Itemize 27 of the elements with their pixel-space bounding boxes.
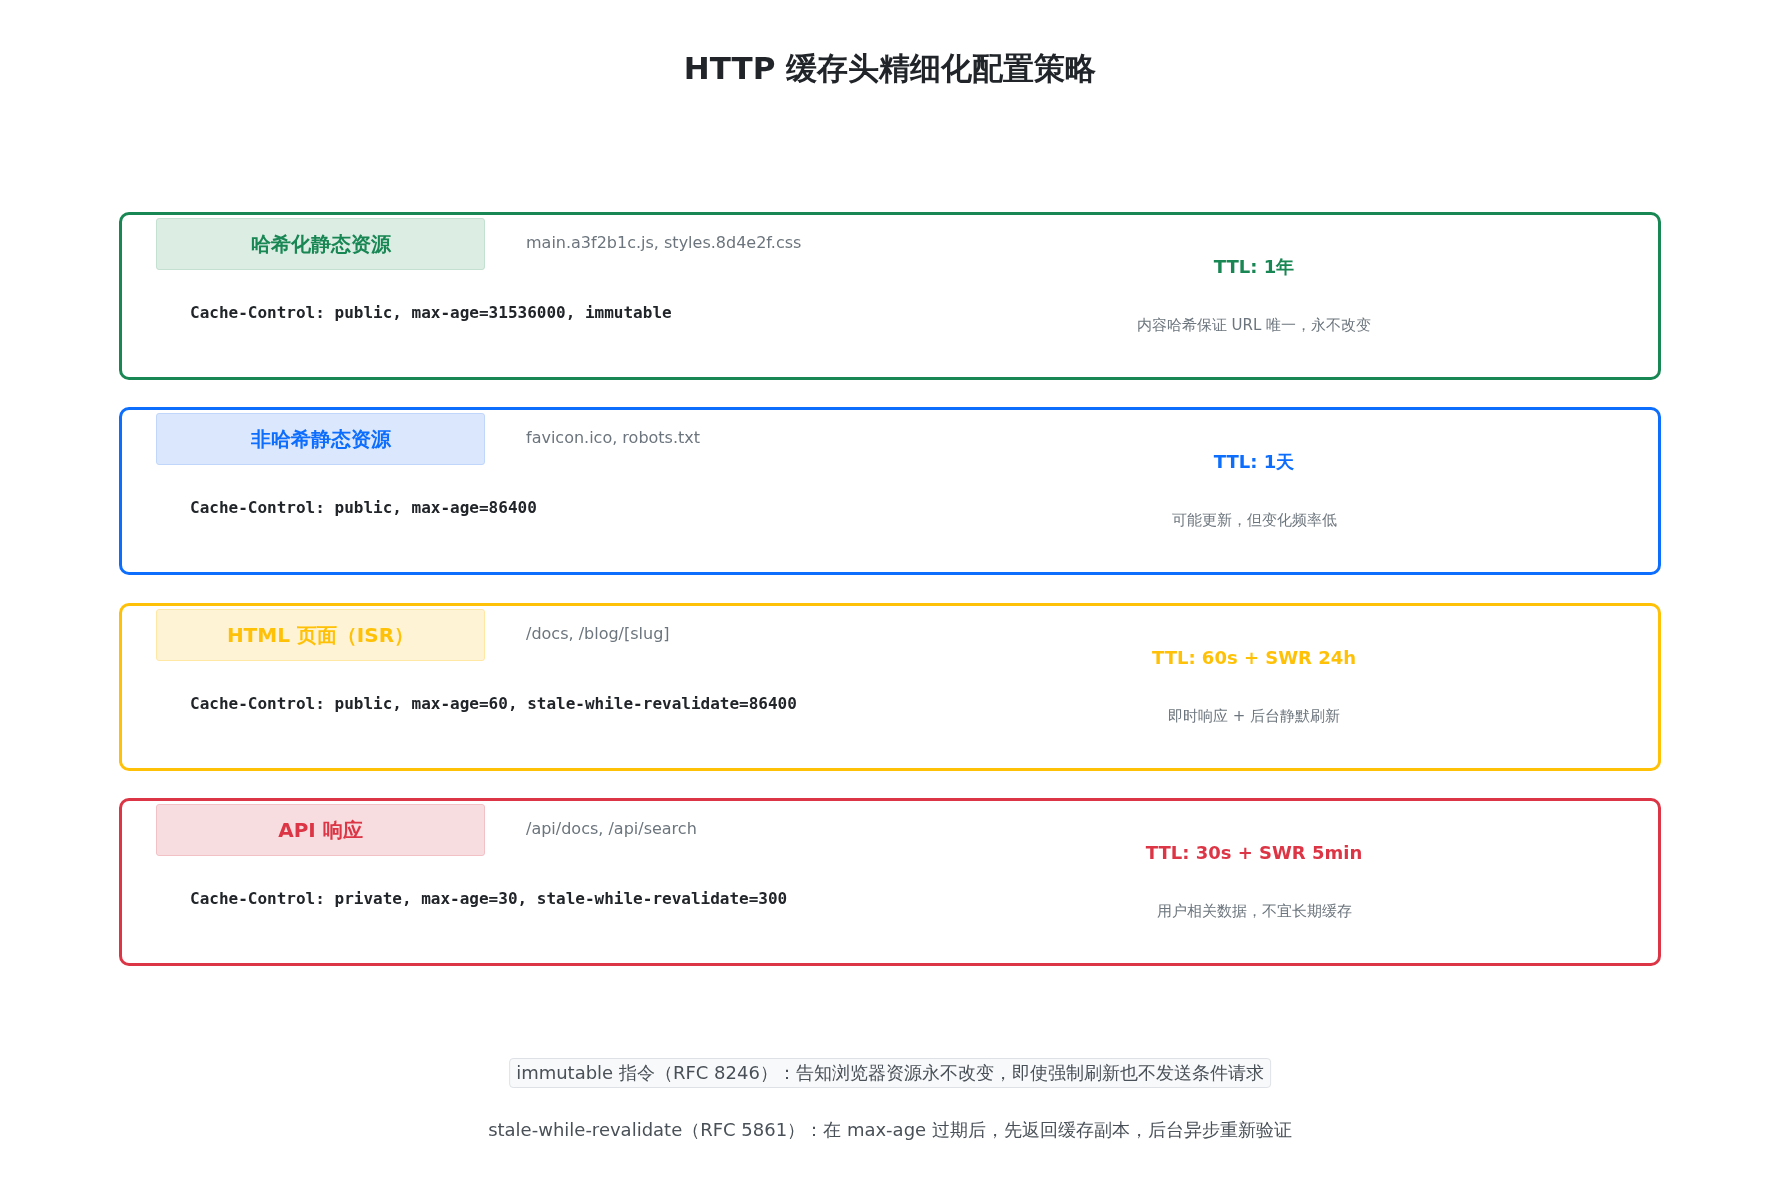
ttl-value: TTL: 60s + SWR 24h bbox=[1151, 646, 1357, 670]
category-tag: HTML 页面（ISR） bbox=[156, 609, 485, 661]
example-paths-text: /api/docs, /api/search bbox=[526, 819, 697, 839]
diagram-title: HTTP 缓存头精细化配置策略 bbox=[683, 49, 1097, 88]
cache-control-header: Cache-Control: public, max-age=86400 bbox=[190, 498, 537, 518]
example-paths-text: main.a3f2b1c.js, styles.8d4e2f.css bbox=[526, 233, 802, 253]
category-card bbox=[119, 212, 1661, 380]
cache-control-header: Cache-Control: public, max-age=31536000, immutable bbox=[190, 303, 672, 323]
category-tag: API 响应 bbox=[156, 804, 485, 856]
ttl-value: TTL: 1年 bbox=[1213, 255, 1295, 279]
footnote-text: stale-while-revalidate（RFC 5861）：在 max-age 过期后，先返回缓存副本，后台异步重新验证 bbox=[488, 1118, 1292, 1142]
description-text: 即时响应 + 后台静默刷新 bbox=[1167, 706, 1341, 726]
example-paths-text: favicon.ico, robots.txt bbox=[526, 428, 701, 448]
ttl-value: TTL: 30s + SWR 5min bbox=[1145, 841, 1363, 865]
ttl-value: TTL: 1天 bbox=[1213, 450, 1295, 474]
cache-control-header: Cache-Control: public, max-age=60, stale-while-revalidate=86400 bbox=[190, 694, 797, 714]
category-card bbox=[119, 798, 1661, 966]
category-card bbox=[119, 407, 1661, 575]
category-tag: 哈希化静态资源 bbox=[156, 218, 485, 270]
description-text: 用户相关数据，不宜长期缓存 bbox=[1156, 901, 1352, 921]
description-text: 可能更新，但变化频率低 bbox=[1171, 510, 1337, 530]
description-text: 内容哈希保证 URL 唯一，永不改变 bbox=[1136, 315, 1372, 335]
example-paths-text: /docs, /blog/[slug] bbox=[526, 624, 670, 644]
category-card bbox=[119, 603, 1661, 771]
cache-control-header: Cache-Control: private, max-age=30, stale-while-revalidate=300 bbox=[190, 889, 788, 909]
note-callout: immutable 指令（RFC 8246）：告知浏览器资源永不改变，即使强制刷新也不发送条件请求 bbox=[509, 1058, 1271, 1088]
category-tag: 非哈希静态资源 bbox=[156, 413, 485, 465]
